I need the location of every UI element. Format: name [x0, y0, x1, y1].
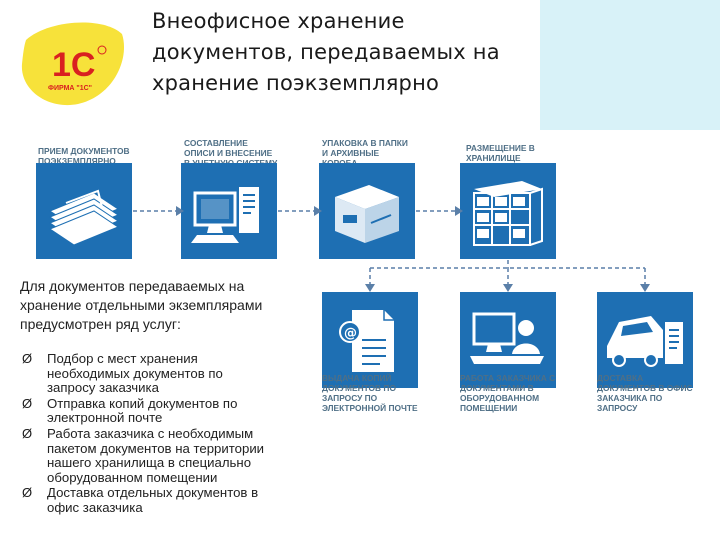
- step-label-storage: РАЗМЕЩЕНИЕ В ХРАНИЛИЩЕ: [466, 143, 535, 163]
- computer-icon: [191, 187, 259, 243]
- step-label-line: ХРАНИЛИЩЕ: [466, 153, 521, 163]
- arrow-head: [365, 284, 375, 292]
- intro-line: хранение отдельными экземплярами: [20, 297, 263, 313]
- step-label-delivery: ДОСТАВКА ДОКУМЕНТОВ В ОФИС ЗАКАЗЧИКА ПО …: [597, 373, 693, 413]
- list-item-line: электронной почте: [47, 410, 163, 426]
- intro-line: Для документов передаваемых на: [20, 278, 245, 294]
- step-label-line: ОПИСИ И ВНЕСЕНИЕ: [184, 148, 273, 158]
- list-item-line: Работа заказчика с необходимым: [47, 425, 254, 441]
- logo-caption: ФИРМА "1С": [48, 85, 92, 92]
- shelving-icon: [473, 181, 543, 246]
- 1c-logo-icon: 1С ФИРМА "1С": [21, 22, 125, 106]
- list-item-line: пакетом документов на территории: [47, 440, 265, 456]
- logo-brand-text: 1С: [52, 46, 95, 84]
- bullet-marker-icon: Ø: [22, 395, 33, 411]
- list-item: Ø Работа заказчика с необходимым пакетом…: [22, 425, 322, 485]
- step-label-line: ПРИЕМ ДОКУМЕНТОВ: [38, 146, 130, 156]
- step-label-line: ДОКУМЕНТОВ В ОФИС: [597, 383, 693, 393]
- list-item: Ø Доставка отдельных документов в офис з…: [22, 486, 322, 515]
- intro-line: предусмотрен ряд услуг:: [20, 316, 181, 332]
- step-label-line: ДОКУМЕНТОВ ПО: [322, 383, 396, 393]
- step-tile-email: @: [322, 292, 418, 388]
- step-label-line: РАБОТА ЗАКАЗЧИКА С: [460, 373, 556, 383]
- arrow-head: [503, 284, 513, 292]
- step-label-receive: ПРИЕМ ДОКУМЕНТОВ ПОЭКЗЕМПЛЯРНО: [38, 146, 130, 166]
- arrow-head: [640, 284, 650, 292]
- arrow-head: [176, 206, 184, 216]
- step-label-line: ЗАПРОСУ ПО: [322, 393, 378, 403]
- bullet-marker-icon: Ø: [22, 351, 33, 366]
- step-tile-packing: [319, 163, 415, 259]
- step-label-line: РАЗМЕЩЕНИЕ В: [466, 143, 535, 153]
- step-label-line: ДОКУМЕНТАМИ В: [460, 383, 534, 393]
- company-logo: 1С ФИРМА "1С": [18, 18, 128, 108]
- email-document-icon: @: [339, 310, 394, 372]
- step-tile-receive: [36, 163, 132, 259]
- step-label-line: ДОСТАВКА: [597, 373, 644, 383]
- step-tile-workroom: [460, 292, 556, 388]
- step-tile-inventory: [181, 163, 277, 259]
- list-item-line: Доставка отдельных документов в: [47, 485, 259, 501]
- list-item: Ø Отправка копий документов по электронн…: [22, 395, 322, 426]
- step-label-line: ПОМЕЩЕНИИ: [460, 403, 518, 413]
- bullet-marker-icon: Ø: [22, 425, 33, 441]
- step-tile-delivery: [597, 292, 693, 388]
- list-item-line: оборудованном помещении: [47, 469, 218, 485]
- bullet-marker-icon: Ø: [22, 485, 33, 501]
- list-item-line: нашего хранилища в специально: [47, 455, 252, 471]
- step-tile-storage: [460, 163, 556, 259]
- step-label-email: ВЫДАЧА КОПИЙ ДОКУМЕНТОВ ПО ЗАПРОСУ ПО ЭЛ…: [322, 373, 418, 413]
- step-label-line: ЗАКАЗЧИКА ПО: [597, 393, 663, 403]
- arrow-head: [455, 206, 463, 216]
- step-label-line: СОСТАВЛЕНИЕ: [184, 138, 248, 148]
- title-line: хранение поэкземплярно: [152, 71, 440, 95]
- list-item-line: Отправка копий документов по: [47, 395, 238, 411]
- page-title: Внеофисное хранение документов, передава…: [152, 6, 552, 99]
- step-label-line: И АРХИВНЫЕ: [322, 148, 380, 158]
- list-item-line: офис заказчика: [47, 499, 143, 515]
- arrow-head: [314, 206, 322, 216]
- step-label-line: ВЫДАЧА КОПИЙ: [322, 373, 392, 383]
- intro-text: Для документов передаваемых на хранение …: [20, 277, 320, 334]
- step-label-workroom: РАБОТА ЗАКАЗЧИКА С ДОКУМЕНТАМИ В ОБОРУДО…: [460, 373, 555, 413]
- title-line: Внеофисное хранение: [152, 9, 405, 33]
- delivery-van-icon: [607, 316, 683, 367]
- list-item-line: необходимых документов по: [47, 365, 223, 381]
- document-stack-icon: [48, 189, 120, 246]
- list-item-line: запросу заказчика: [47, 380, 159, 396]
- step-label-line: ПОЭКЗЕМПЛЯРНО: [38, 156, 116, 166]
- workstation-user-icon: [470, 312, 544, 364]
- step-label-line: ЭЛЕКТРОННОЙ ПОЧТЕ: [322, 403, 418, 413]
- step-label-line: ЗАПРОСУ: [597, 403, 638, 413]
- list-item: Ø Подбор с мест хранения необходимых док…: [22, 351, 322, 396]
- step-label-line: УПАКОВКА В ПАПКИ: [322, 138, 408, 148]
- list-item-line: Подбор с мест хранения: [47, 351, 198, 366]
- step-label-line: ОБОРУДОВАННОМ: [460, 393, 540, 403]
- archive-box-icon: [335, 185, 399, 243]
- svg-text:@: @: [344, 326, 357, 341]
- accent-panel: [540, 0, 720, 130]
- services-list: Ø Подбор с мест хранения необходимых док…: [22, 351, 322, 517]
- title-line: документов, передаваемых на: [152, 40, 500, 64]
